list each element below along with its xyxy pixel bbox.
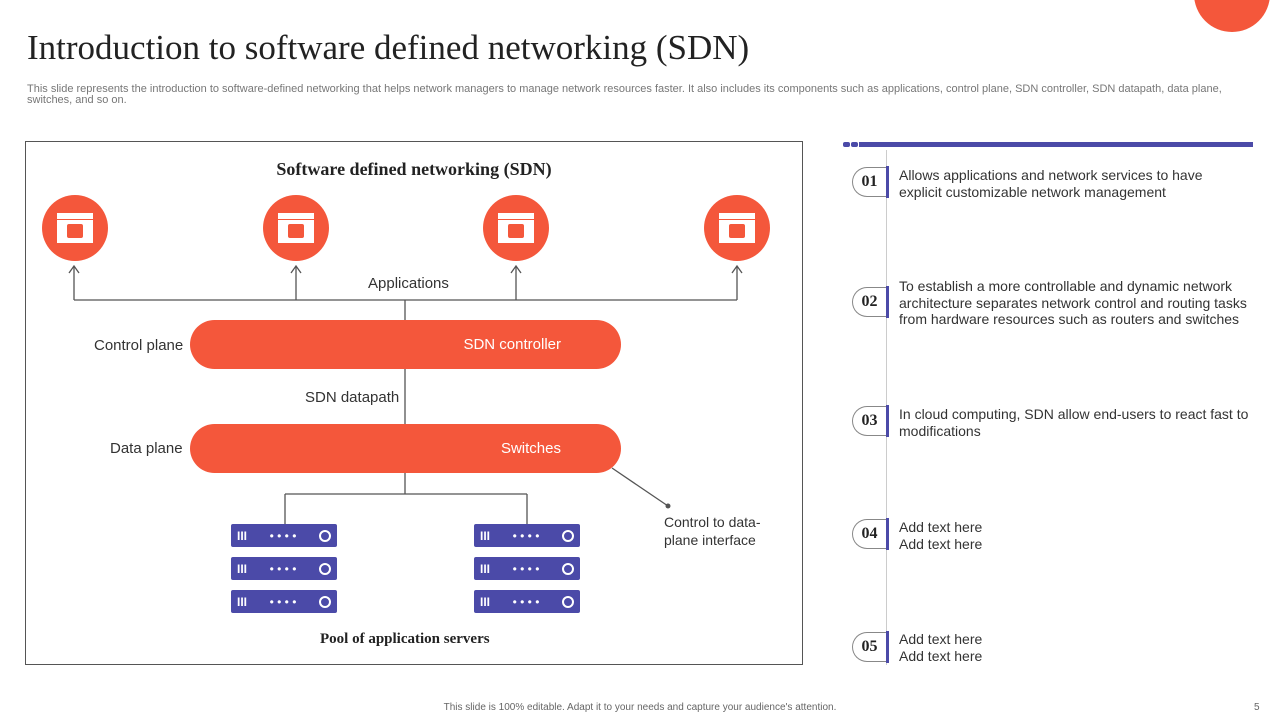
- page-number: 5: [1254, 702, 1260, 713]
- item-text: In cloud computing, SDN allow end-users …: [899, 406, 1249, 439]
- server-icon: III• • • •: [231, 557, 337, 580]
- header-bar: [859, 142, 1253, 147]
- application-icon: [42, 195, 108, 261]
- page-title: Introduction to software defined network…: [27, 28, 750, 67]
- datapath-label: SDN datapath: [305, 389, 400, 406]
- item-number: 02: [852, 287, 886, 317]
- interface-label: Control to data-plane interface: [664, 514, 761, 548]
- connector-lines: [68, 264, 743, 524]
- servers-label: Pool of application servers: [320, 631, 490, 647]
- item-number: 04: [852, 519, 886, 549]
- server-rack-left: III• • • • III• • • • III• • • •: [231, 524, 337, 613]
- item-text: Add text here Add text here: [899, 519, 983, 552]
- sdn-controller-bar: SDN controller: [190, 320, 621, 369]
- switches-bar: Switches: [190, 424, 621, 473]
- item-text: Allows applications and network services…: [899, 167, 1203, 200]
- list-item: 04: [852, 518, 889, 550]
- decorative-circle: [1194, 0, 1270, 32]
- server-icon: III• • • •: [231, 590, 337, 613]
- applications-label: Applications: [366, 275, 451, 292]
- list-item: 01: [852, 166, 889, 198]
- list-item: 05: [852, 631, 889, 663]
- sdn-diagram: [25, 141, 803, 665]
- application-icon: [704, 195, 770, 261]
- bar-dot: [843, 142, 850, 147]
- server-icon: III• • • •: [474, 557, 580, 580]
- footer-note: This slide is 100% editable. Adapt it to…: [443, 702, 837, 713]
- diagram-title: Software defined networking (SDN): [276, 159, 552, 179]
- item-number: 05: [852, 632, 886, 662]
- item-number: 01: [852, 167, 886, 197]
- list-item: 03: [852, 405, 889, 437]
- item-number: 03: [852, 406, 886, 436]
- description: This slide represents the introduction t…: [27, 83, 1222, 106]
- sdn-controller-label: SDN controller: [463, 336, 561, 353]
- control-plane-label: Control plane: [94, 337, 184, 354]
- switches-label: Switches: [500, 440, 561, 457]
- application-icon: [483, 195, 549, 261]
- server-icon: III• • • •: [474, 590, 580, 613]
- application-icon: [263, 195, 329, 261]
- data-plane-label: Data plane: [110, 440, 183, 457]
- bar-dot: [851, 142, 858, 147]
- item-text: Add text here Add text here: [899, 631, 983, 664]
- server-icon: III• • • •: [474, 524, 580, 547]
- server-rack-right: III• • • • III• • • • III• • • •: [474, 524, 580, 613]
- server-icon: III• • • •: [231, 524, 337, 547]
- list-item: 02: [852, 286, 889, 318]
- item-text: To establish a more controllable and dyn…: [899, 278, 1247, 327]
